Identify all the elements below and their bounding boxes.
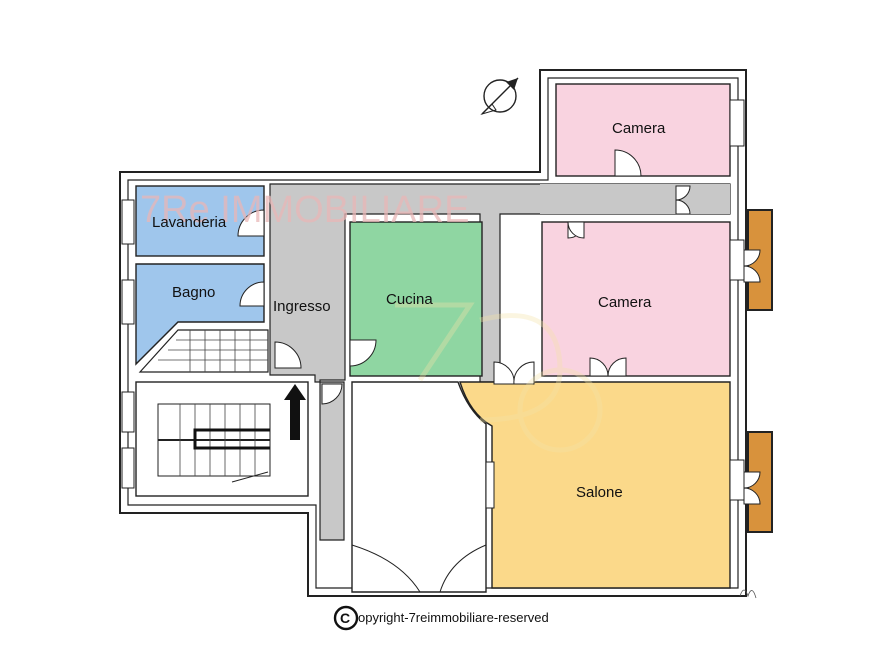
- room-label-ingresso: Ingresso: [273, 298, 331, 315]
- room-salone: [459, 381, 731, 589]
- room-label-lavanderia: Lavanderia: [152, 214, 227, 231]
- room-label-salone: Salone: [576, 484, 623, 501]
- entrance-arrow-icon: [284, 384, 306, 440]
- copyright-icon: C: [333, 605, 359, 631]
- room-camera-top: [555, 83, 731, 177]
- signature-mark: [739, 589, 757, 599]
- svg-text:C: C: [340, 610, 350, 626]
- copyright-text: opyright-7reimmobiliare-reserved: [358, 610, 549, 625]
- doors: [237, 149, 761, 505]
- room-bagno: [135, 263, 265, 366]
- room-label-camera-right: Camera: [598, 294, 652, 311]
- room-label-cucina: Cucina: [386, 291, 433, 308]
- staircase-small: [138, 329, 269, 373]
- room-hall: [351, 381, 487, 593]
- corridor-area: [269, 183, 731, 541]
- watermark-logo-icon: [395, 302, 603, 453]
- windows: [121, 99, 745, 509]
- watermark-text: 7Re IMMOBILIARE: [140, 189, 469, 231]
- room-label-camera-top: Camera: [612, 120, 666, 137]
- room-camera-right: [541, 221, 731, 377]
- north-arrow-icon: [480, 77, 519, 116]
- staircase-main: [135, 381, 309, 497]
- room-label-bagno: Bagno: [172, 284, 215, 301]
